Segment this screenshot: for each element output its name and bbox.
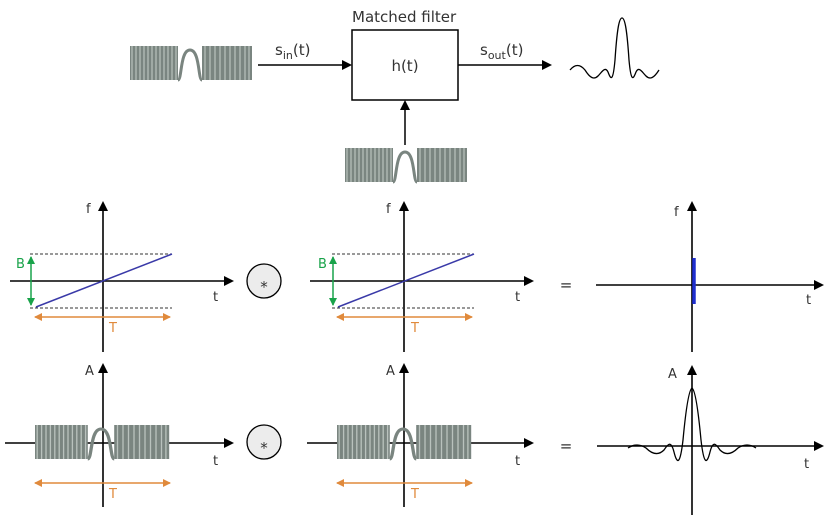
duration-label: T (410, 321, 419, 336)
t-axis-label: t (515, 290, 520, 305)
convolution-star: * (260, 439, 268, 457)
A-axis-label: A (668, 367, 677, 382)
equals-sign: = (560, 276, 573, 294)
duration-label: T (108, 487, 117, 502)
bandwidth-label: B (318, 257, 327, 272)
freq-plot-input (10, 201, 234, 352)
t-axis-label: t (213, 290, 218, 305)
reference-chirp-signal (343, 146, 469, 184)
amplitude-plot-input (5, 363, 234, 507)
f-axis-label: f (86, 202, 91, 217)
amplitude-plot-reference (307, 363, 534, 507)
chirp-waveform (33, 423, 171, 461)
duration-label: T (108, 321, 117, 336)
freq-plot-output (596, 201, 824, 352)
input-signal-label: sin(t) (275, 41, 310, 62)
freq-plot-reference (310, 201, 534, 352)
equals-sign: = (560, 437, 573, 455)
convolution-symbol (246, 424, 282, 460)
filter-box-label: h(t) (391, 57, 418, 75)
A-axis-label: A (386, 364, 395, 379)
chirp-frequency-line (35, 253, 173, 308)
convolution-star: * (260, 278, 268, 296)
compressed-pulse-waveform (627, 387, 757, 461)
f-axis-label: f (674, 205, 679, 220)
output-signal-label: sout(t) (480, 41, 523, 62)
A-axis-label: A (85, 364, 94, 379)
amplitude-plot-output (597, 365, 824, 515)
duration-label: T (410, 487, 419, 502)
input-chirp-signal (128, 44, 254, 82)
bandwidth-label: B (16, 257, 25, 272)
t-axis-label: t (515, 454, 520, 469)
output-compressed-pulse (569, 17, 660, 79)
chirp-frequency-line (337, 253, 475, 308)
filter-title: Matched filter (352, 8, 457, 26)
t-axis-label: t (213, 454, 218, 469)
f-axis-label: f (386, 202, 391, 217)
t-axis-label: t (804, 457, 809, 472)
t-axis-label: t (806, 293, 811, 308)
convolution-symbol (246, 263, 282, 299)
